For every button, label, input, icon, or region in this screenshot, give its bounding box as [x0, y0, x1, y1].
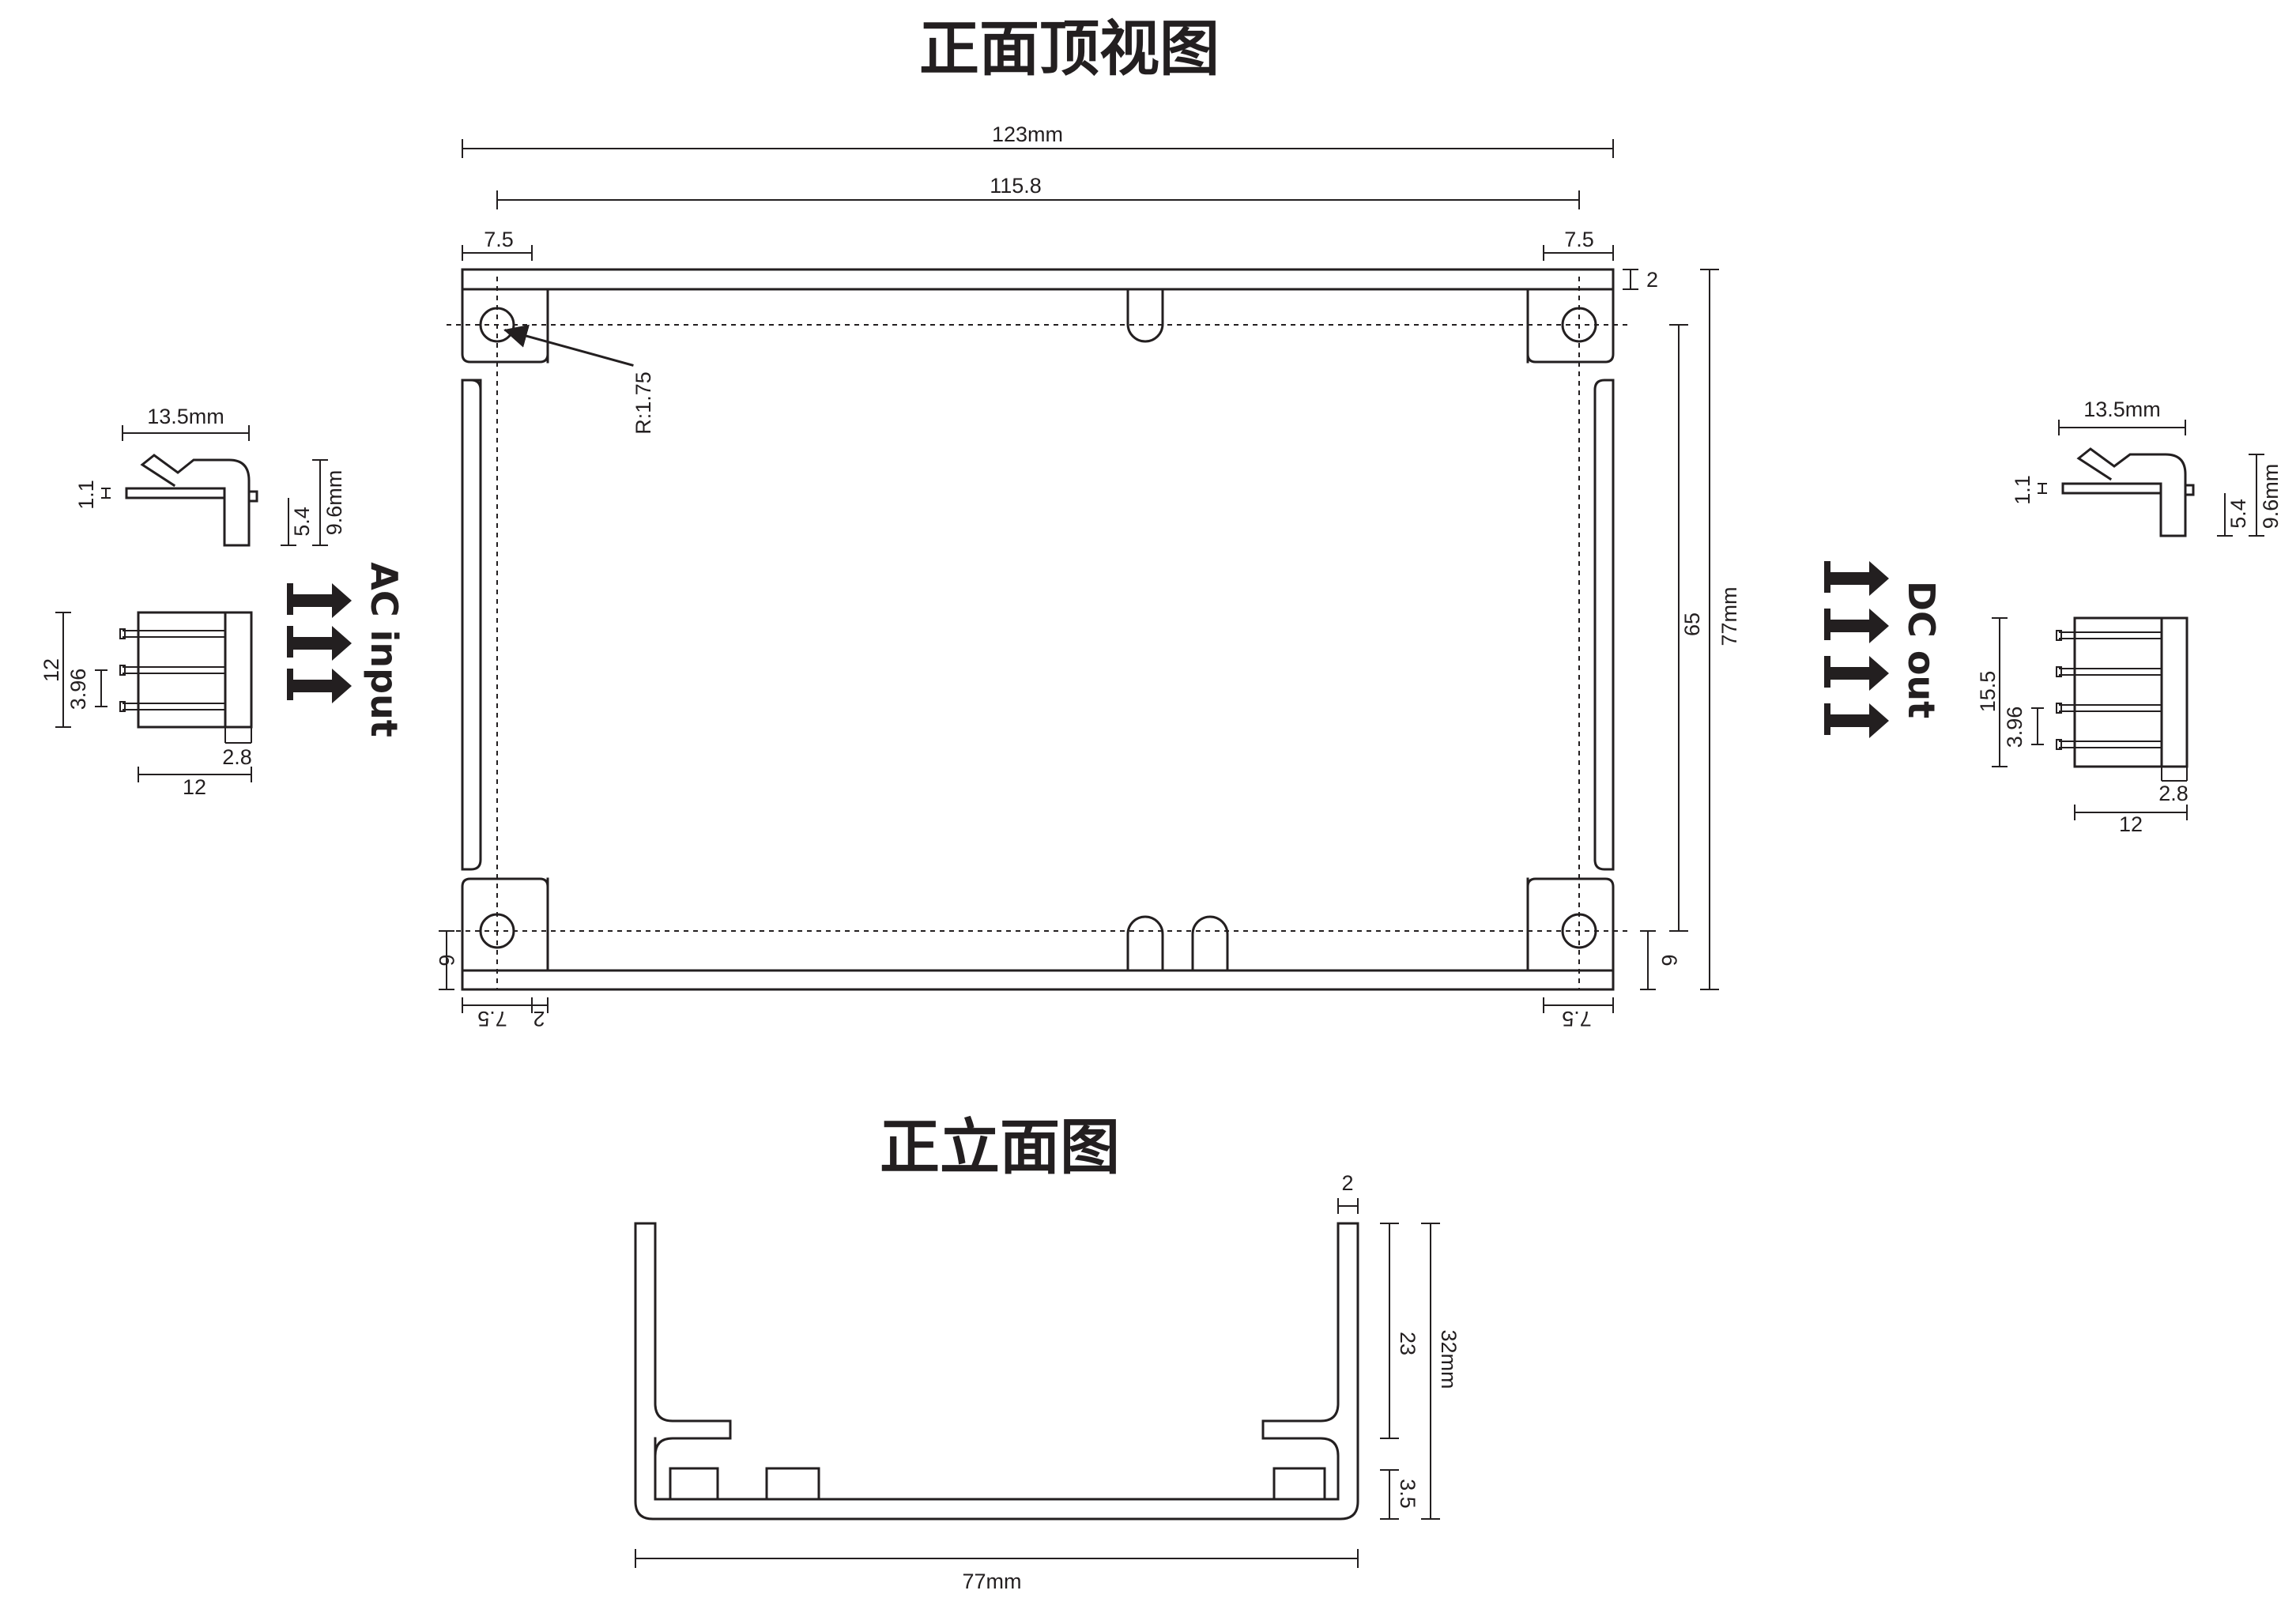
ac-dim-body-height: 5.4	[290, 507, 314, 537]
dim-bottom-right-x: 7.5	[1562, 1007, 1592, 1031]
ac-dim-total-height: 9.6mm	[322, 470, 346, 536]
ac-dim-width: 13.5mm	[147, 405, 224, 428]
front-dim-wall: 2	[1341, 1171, 1353, 1195]
front-dim-inner-height: 23	[1396, 1332, 1419, 1355]
front-view-title: 正立面图	[880, 1112, 1120, 1182]
dc-dim-edge: 2.8	[2158, 782, 2189, 805]
ac-dim-pin-thickness: 1.1	[74, 480, 98, 510]
dc-dim-total-height: 9.6mm	[2259, 464, 2283, 530]
dc-dim-width: 13.5mm	[2083, 398, 2161, 421]
front-dim-base: 3.5	[1396, 1479, 1419, 1509]
top-view-title: 正面顶视图	[919, 13, 1220, 84]
dim-hole-vertical-spacing: 65	[1680, 612, 1704, 636]
ac-connector-drawing: 13.5mm 1.1 5.4 9.6mm	[40, 405, 346, 799]
top-view-drawing: 123mm 115.8 7.5 7.5 2	[435, 122, 1741, 1031]
dim-bottom-right-offset: 6	[1657, 954, 1681, 966]
ac-input-arrows	[287, 583, 352, 703]
ac-dim-edge: 2.8	[222, 745, 252, 769]
dc-dim-pitch: 3.96	[2003, 707, 2026, 748]
dim-radius: R:1.75	[631, 371, 655, 435]
dim-bottom-left-x: 7.5	[477, 1007, 507, 1031]
dim-bottom-wall: 2	[533, 1007, 545, 1031]
dim-hole-spacing: 115.8	[990, 174, 1042, 198]
ac-input-label: AC input	[363, 562, 405, 737]
dc-dim-body-height: 5.4	[2226, 499, 2250, 529]
front-dim-total-height: 32mm	[1437, 1329, 1461, 1389]
dim-right-offset: 7.5	[1564, 228, 1594, 251]
dc-dim-pin-thickness: 1.1	[2011, 475, 2034, 505]
dim-left-offset: 7.5	[484, 228, 514, 251]
dim-overall-width: 123mm	[992, 122, 1063, 146]
front-dim-width: 77mm	[962, 1570, 1021, 1593]
front-view-drawing: 2 23 3.5 32mm 77mm	[634, 1171, 1461, 1593]
dc-dim-pin-span: 15.5	[1976, 671, 2000, 713]
dc-out-label: DC out	[1900, 581, 1943, 718]
ac-dim-pin-span: 12	[40, 658, 63, 682]
dc-out-arrows	[1824, 561, 1889, 738]
dim-overall-height: 77mm	[1717, 586, 1741, 646]
ac-dim-pitch: 3.96	[66, 669, 90, 710]
dim-bottom-left-offset: 6	[435, 954, 458, 966]
dc-connector-drawing: 13.5mm 1.1 5.4 9.6mm 15.	[1976, 398, 2283, 836]
ac-dim-depth: 12	[183, 775, 206, 799]
dim-wall-thickness: 2	[1646, 268, 1658, 292]
dc-dim-depth: 12	[2119, 812, 2143, 836]
